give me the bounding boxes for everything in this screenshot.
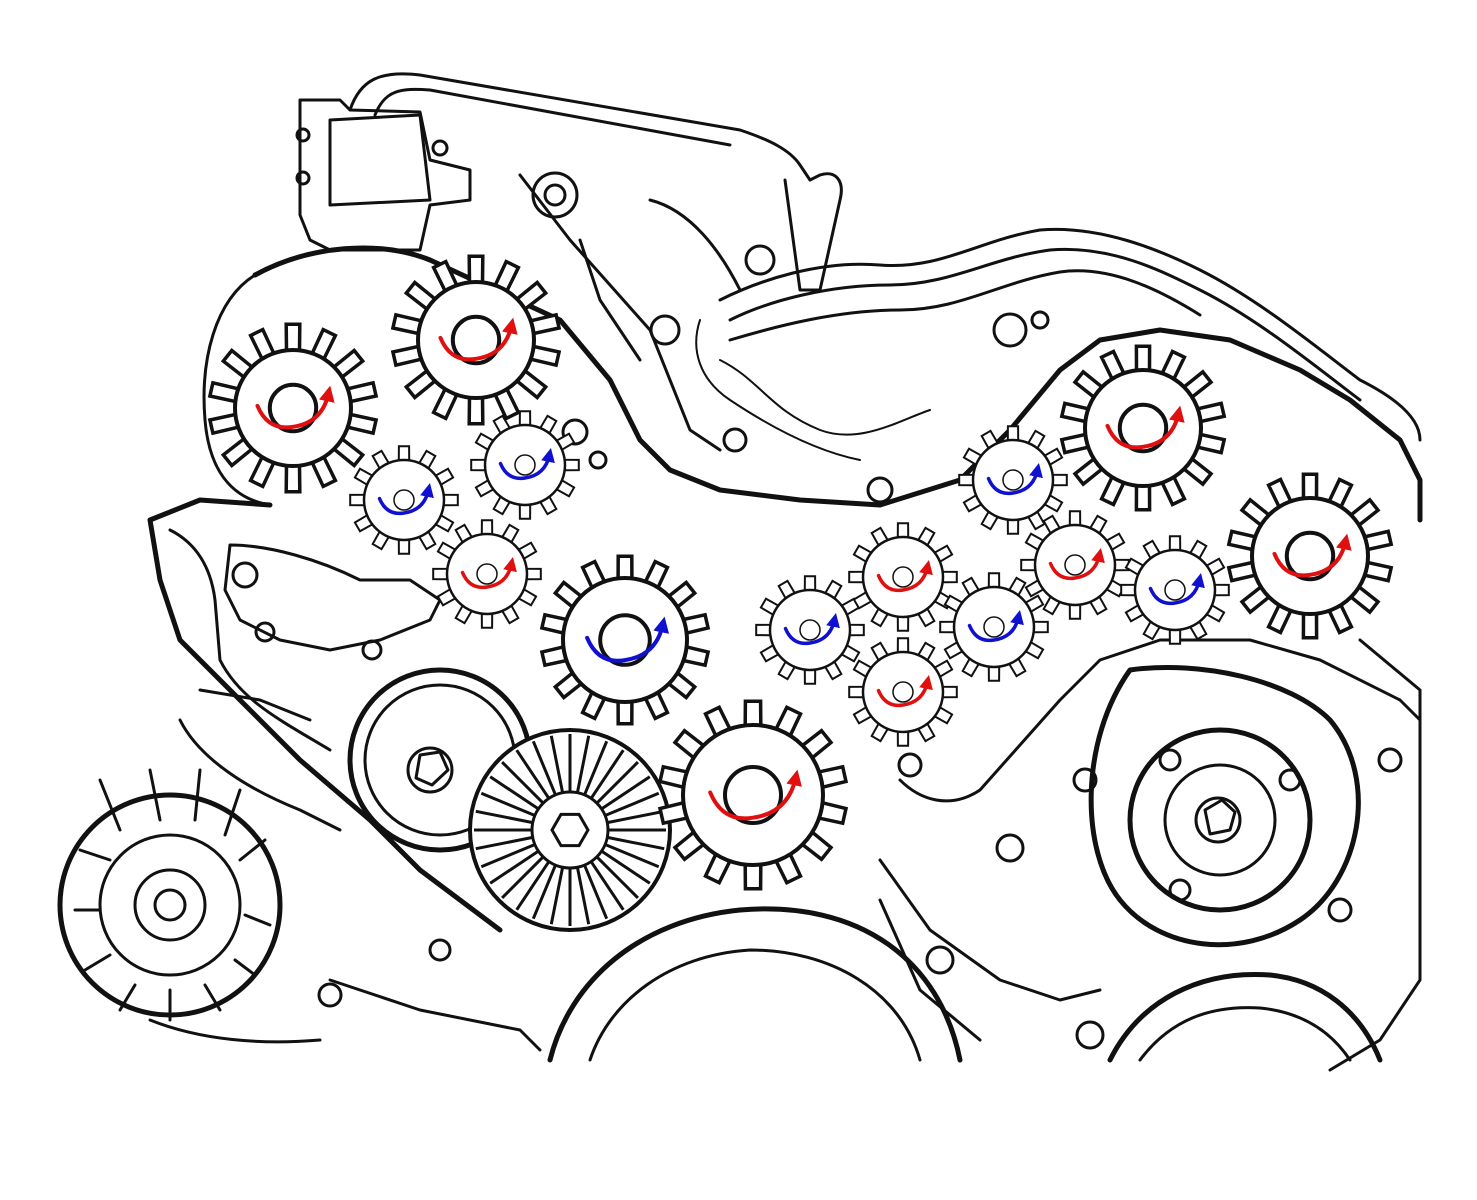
- gear-hub: [598, 613, 652, 667]
- pulley-rib: [583, 864, 609, 920]
- gear-hub: [723, 765, 783, 825]
- gear-mid-idler-d: [939, 572, 1049, 682]
- pulley-rib: [589, 749, 625, 800]
- pulley-rib: [575, 867, 591, 925]
- gear-hub: [514, 454, 536, 476]
- gear-hub: [1164, 579, 1186, 601]
- gear-hub: [983, 616, 1005, 638]
- pulley-rib: [595, 761, 639, 805]
- rotation-arrow-red-icon: [438, 317, 518, 362]
- gear-hub: [799, 619, 821, 641]
- rotation-arrow-blue-icon: [498, 448, 555, 481]
- gear-left-idler-c: [432, 519, 542, 629]
- gear-mid-idler-a: [755, 575, 865, 685]
- pulley-rib: [489, 775, 540, 811]
- rotation-arrow-blue-icon: [1148, 573, 1205, 606]
- gear-left-idler-b: [470, 410, 580, 520]
- rotation-arrow-red-icon: [460, 557, 517, 590]
- gear-hub: [1002, 469, 1024, 491]
- pulley-rib: [607, 809, 665, 825]
- pulley-rib: [600, 849, 651, 885]
- gear-right-cam-lower: [1226, 472, 1394, 640]
- gear-left-cam-upper-2: [390, 254, 562, 426]
- gear-right-idler-c: [1120, 535, 1230, 645]
- pulley-rib: [607, 835, 665, 851]
- rotation-arrow-blue-icon: [377, 483, 434, 516]
- gear-hub: [892, 681, 914, 703]
- pulley-rib: [589, 860, 625, 911]
- rotation-arrow-blue-icon: [967, 610, 1024, 643]
- gear-hub: [1284, 530, 1336, 582]
- pulley-rib: [600, 775, 651, 811]
- pulley-rib: [475, 835, 533, 851]
- gear-mid-idler-c: [848, 637, 958, 747]
- rotation-arrow-red-icon: [255, 385, 335, 430]
- rotation-arrow-red-icon: [1048, 548, 1105, 581]
- rotation-arrow-red-icon: [708, 769, 802, 821]
- gear-hub: [892, 566, 914, 588]
- gear-right-cam-upper: [1059, 344, 1227, 512]
- pulley-nut: [550, 812, 590, 848]
- rotation-arrow-blue-icon: [585, 616, 670, 663]
- rotation-arrow-red-icon: [1105, 405, 1185, 450]
- ribbed-pulley: [468, 728, 672, 932]
- pulley-rib: [515, 860, 551, 911]
- gear-crank: [657, 699, 849, 891]
- gear-hub: [267, 382, 319, 434]
- pulley-rib: [501, 855, 545, 899]
- gear-hub: [450, 314, 502, 366]
- pulley-rib: [575, 735, 591, 793]
- pulley-rib: [583, 740, 609, 796]
- pulley-rib: [531, 864, 557, 920]
- gear-hub: [476, 563, 498, 585]
- pulley-rib: [531, 740, 557, 796]
- gear-left-idler-a: [349, 445, 459, 555]
- rotation-arrow-blue-icon: [783, 613, 840, 646]
- gear-hub: [393, 489, 415, 511]
- pulley-rib: [595, 855, 639, 899]
- pulley-rib: [475, 809, 533, 825]
- pulley-rib: [501, 761, 545, 805]
- pulley-rib: [549, 735, 565, 793]
- gear-hub: [1064, 554, 1086, 576]
- pulley-rib: [604, 791, 660, 817]
- gear-right-idler-b: [1020, 510, 1130, 620]
- gear-right-idler-a: [958, 425, 1068, 535]
- pulley-rib: [489, 849, 540, 885]
- rotation-arrow-red-icon: [876, 560, 933, 593]
- rotation-arrow-red-icon: [876, 675, 933, 708]
- engine-outline: [57, 72, 1423, 1072]
- pulley-rib: [480, 791, 536, 817]
- gear-left-cam-upper: [207, 322, 379, 494]
- gear-hub: [1117, 402, 1169, 454]
- rotation-arrow-red-icon: [1272, 533, 1352, 578]
- gear-train: [207, 254, 1394, 891]
- gear-mid-idler-b: [848, 522, 958, 632]
- pulley-rib: [604, 843, 660, 869]
- pulley-rib: [480, 843, 536, 869]
- gear-center-drive: [539, 554, 711, 726]
- pulley-rib: [515, 749, 551, 800]
- pulley-rib: [549, 867, 565, 925]
- rotation-arrow-blue-icon: [986, 463, 1043, 496]
